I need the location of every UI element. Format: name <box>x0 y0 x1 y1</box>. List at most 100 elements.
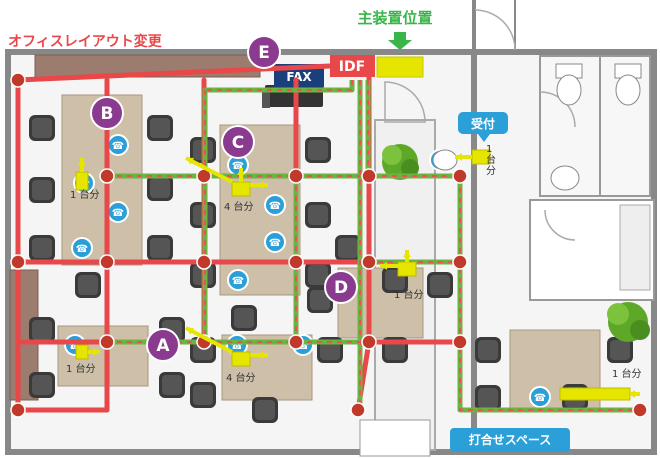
junction-node <box>10 72 26 88</box>
equipment-arrowhead <box>78 158 86 166</box>
chair-cushion <box>78 275 98 295</box>
page-title: オフィスレイアウト変更 <box>8 33 163 50</box>
chair-icon <box>29 115 55 141</box>
marker-circle <box>90 96 124 130</box>
equipment-markers <box>75 149 640 401</box>
marker-circle <box>146 328 180 362</box>
marker-label: D <box>334 278 348 298</box>
marker-label: A <box>156 336 170 356</box>
chair-cushion <box>150 238 170 258</box>
chair-icon <box>147 175 173 201</box>
chair-icon <box>147 115 173 141</box>
equipment-arrowhead <box>403 250 411 258</box>
chair-cushion <box>610 340 630 360</box>
phone-icon: ☎ <box>71 237 93 259</box>
marker-e: E <box>247 35 281 69</box>
phone-circle <box>71 237 93 259</box>
junction-nodes <box>10 72 648 418</box>
chair-icon <box>305 262 331 288</box>
phone-glyph: ☎ <box>112 208 124 219</box>
phone-glyph: ☎ <box>232 161 244 172</box>
chair-cushion <box>320 340 340 360</box>
arrow-down-icon <box>388 32 412 50</box>
phone-circle <box>227 269 249 291</box>
unit-count-reception: 1 台 分 <box>486 144 499 177</box>
phone-glyph: ☎ <box>232 276 244 287</box>
phone-icon: ☎ <box>264 194 286 216</box>
junction-node <box>196 254 212 270</box>
fax-label: FAX <box>286 70 312 84</box>
equipment-arrowhead <box>380 262 388 270</box>
equipment-arrowhead <box>260 351 268 359</box>
marker-label: C <box>232 133 244 153</box>
reception-callout <box>458 112 508 134</box>
equipment-box <box>231 181 251 197</box>
equipment-box <box>75 171 89 191</box>
meeting-space-badge <box>450 428 570 452</box>
chair-cushion <box>150 178 170 198</box>
callout-pointer <box>478 134 490 142</box>
equipment-arrowhead <box>92 348 100 356</box>
junction-node <box>10 402 26 418</box>
plant-icon <box>607 302 650 342</box>
meeting-space-label: 打合せスペース <box>469 432 552 447</box>
main-equipment-label: 主装置位置 <box>357 9 432 27</box>
chair-cushion <box>32 375 52 395</box>
stairs <box>359 419 431 457</box>
chair-cushion <box>234 308 254 328</box>
phone-icon: ☎ <box>107 201 129 223</box>
plant-icon <box>382 144 419 180</box>
chair-cushion <box>150 118 170 138</box>
chair-cushion <box>478 340 498 360</box>
chair-icon <box>305 137 331 163</box>
unit-count-d: 1 台分 <box>394 288 424 301</box>
equipment-arrowhead <box>186 327 194 335</box>
chair-icon <box>231 305 257 331</box>
phone-glyph: ☎ <box>297 341 309 352</box>
chair-cushion <box>32 320 52 340</box>
junction-node <box>10 254 26 270</box>
chair-cushion <box>430 275 450 295</box>
marker-b: B <box>90 96 124 130</box>
toilet-icon <box>614 63 642 106</box>
sink-icon <box>432 149 580 191</box>
chair-icon <box>29 235 55 261</box>
junction-node <box>99 334 115 350</box>
junction-node <box>288 254 304 270</box>
reception-label: 受付 <box>471 116 495 131</box>
chair-cushion <box>32 118 52 138</box>
equipment-arrowhead <box>186 157 194 165</box>
chair-icon <box>75 272 101 298</box>
door-swing <box>544 209 576 241</box>
unit-count-c: 4 台分 <box>224 200 254 213</box>
marker-circle <box>324 270 358 304</box>
chair-cushion <box>308 140 328 160</box>
section-markers: A B C D E <box>90 35 358 362</box>
junction-node <box>452 254 468 270</box>
marker-circle <box>247 35 281 69</box>
marker-label: B <box>101 104 114 124</box>
unit-count-a: 4 台分 <box>226 371 256 384</box>
unit-count-meeting: 1 台分 <box>612 367 642 380</box>
junction-node <box>452 168 468 184</box>
equipment-arrowhead <box>237 168 245 176</box>
phone-glyph: ☎ <box>231 341 243 352</box>
chair-cushion <box>310 290 330 310</box>
phone-glyph: ☎ <box>69 341 81 352</box>
kitchen-counter <box>619 204 651 291</box>
unit-count-b: 1 台分 <box>70 188 100 201</box>
phone-icon: ☎ <box>264 231 286 253</box>
phone-circle <box>264 231 286 253</box>
phone-glyph: ☎ <box>112 141 124 152</box>
chair-icon <box>305 202 331 228</box>
phone-circle <box>264 194 286 216</box>
junction-node <box>288 334 304 350</box>
phone-glyph: ☎ <box>269 201 281 212</box>
door-swing <box>384 81 426 123</box>
junction-node <box>361 254 377 270</box>
phone-icon: ☎ <box>107 134 129 156</box>
chair-icon <box>29 317 55 343</box>
phone-icon: ☎ <box>529 386 551 408</box>
chair-cushion <box>385 340 405 360</box>
